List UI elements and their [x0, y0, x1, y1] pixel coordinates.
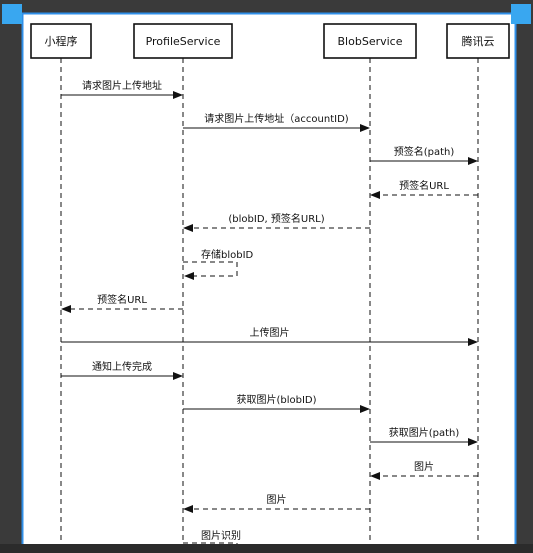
participant-label-blob: BlobService [338, 35, 403, 48]
participant-box-blob[interactable] [323, 23, 417, 59]
message-11[interactable]: 获取图片(path) [370, 426, 478, 446]
participant-label-tencent: 腾讯云 [462, 34, 495, 48]
message-label-2: 请求图片上传地址（accountID) [204, 112, 348, 125]
participant-box-miniapp[interactable] [30, 23, 92, 59]
message-9[interactable]: 通知上传完成 [61, 360, 183, 380]
message-label-12: 图片 [414, 460, 434, 473]
message-6[interactable]: 存储blobID [183, 248, 254, 280]
message-2[interactable]: 请求图片上传地址（accountID) [183, 112, 370, 132]
message-label-10: 获取图片(blobID) [236, 393, 316, 406]
message-12[interactable]: 图片 [370, 460, 478, 480]
message-label-11: 获取图片(path) [389, 426, 460, 439]
message-3[interactable]: 预签名(path) [370, 145, 478, 165]
message-label-9: 通知上传完成 [92, 360, 152, 373]
message-label-5: (blobID, 预签名URL) [228, 212, 324, 225]
message-label-14: 图片识别 [201, 529, 241, 542]
message-label-7: 预签名URL [97, 293, 147, 306]
diagram-background [22, 13, 516, 553]
message-5[interactable]: (blobID, 预签名URL) [183, 212, 370, 232]
message-label-6: 存储blobID [201, 248, 254, 261]
message-label-8: 上传图片 [250, 326, 290, 339]
message-1[interactable]: 请求图片上传地址 [61, 79, 183, 99]
message-arrow-6 [183, 261, 238, 280]
message-label-4: 预签名URL [399, 179, 449, 192]
message-label-1: 请求图片上传地址 [82, 79, 162, 92]
resize-handle-top-left[interactable] [2, 4, 22, 24]
bottom-scroll-strip [0, 544, 533, 553]
participant-box-tencent[interactable] [446, 23, 510, 59]
message-7[interactable]: 预签名URL [61, 293, 183, 313]
selection-border [21, 12, 517, 553]
resize-handle-top-right[interactable] [511, 4, 531, 24]
participant-label-miniapp: 小程序 [45, 34, 78, 48]
participant-label-profile: ProfileService [146, 35, 221, 48]
message-13[interactable]: 图片 [183, 493, 370, 513]
message-4[interactable]: 预签名URL [370, 179, 478, 199]
message-label-13: 图片 [267, 493, 287, 506]
message-10[interactable]: 获取图片(blobID) [183, 393, 370, 413]
message-8[interactable]: 上传图片 [61, 326, 478, 346]
participant-box-profile[interactable] [133, 23, 233, 59]
message-arrow-14 [183, 542, 238, 553]
message-label-3: 预签名(path) [394, 145, 455, 158]
message-14[interactable]: 图片识别 [183, 529, 241, 553]
